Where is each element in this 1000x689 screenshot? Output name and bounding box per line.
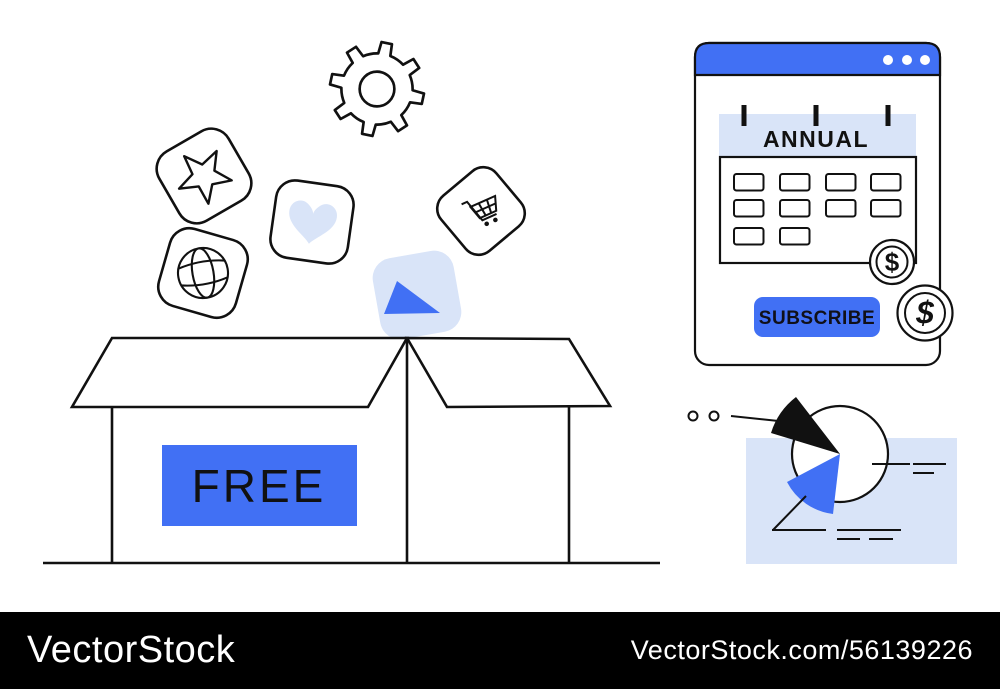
watermark-brand: VectorStock — [27, 629, 236, 671]
free-box — [43, 336, 660, 565]
box-right-lid — [404, 336, 613, 409]
free-label: FREE — [162, 445, 357, 526]
free-label-text: FREE — [192, 460, 327, 512]
calendar-header-label: ANNUAL — [763, 126, 869, 152]
globe-app-icon — [156, 226, 250, 320]
watermark-credit: VectorStock.com/56139226 — [630, 635, 973, 665]
heart-app-icon — [269, 179, 355, 265]
dollar-coin-large-icon: $ — [896, 284, 954, 342]
calendar-cells — [733, 173, 902, 246]
pie-slice-blue — [787, 454, 840, 514]
svg-text:$: $ — [885, 247, 900, 277]
play-triangle-icon — [384, 281, 440, 314]
browser-dots-icon — [883, 55, 930, 65]
annotation-dots-icon — [687, 410, 720, 422]
browser-titlebar — [693, 41, 942, 77]
play-app-icon — [372, 250, 462, 340]
calendar: ANNUAL — [718, 105, 918, 265]
pie-chart-panel — [687, 397, 957, 564]
dollar-coin-small-icon: $ — [868, 238, 916, 286]
pie-slice-black — [771, 397, 840, 454]
gear-icon — [328, 40, 426, 138]
illustration: FREE ANNUAL — [43, 40, 957, 565]
svg-text:$: $ — [915, 295, 935, 331]
watermark-bar: VectorStock VectorStock.com/56139226 — [0, 612, 1000, 689]
calendar-pegs — [741, 105, 891, 126]
subscribe-button-label: SUBSCRIBE — [759, 308, 875, 329]
box-left-lid — [69, 336, 410, 409]
chart-dash-lines — [772, 463, 946, 540]
cart-app-icon — [435, 165, 527, 257]
browser-window: ANNUAL SUBSCRIBE $ — [693, 41, 954, 367]
subscribe-button[interactable]: SUBSCRIBE — [754, 297, 880, 337]
star-app-icon — [155, 127, 253, 225]
